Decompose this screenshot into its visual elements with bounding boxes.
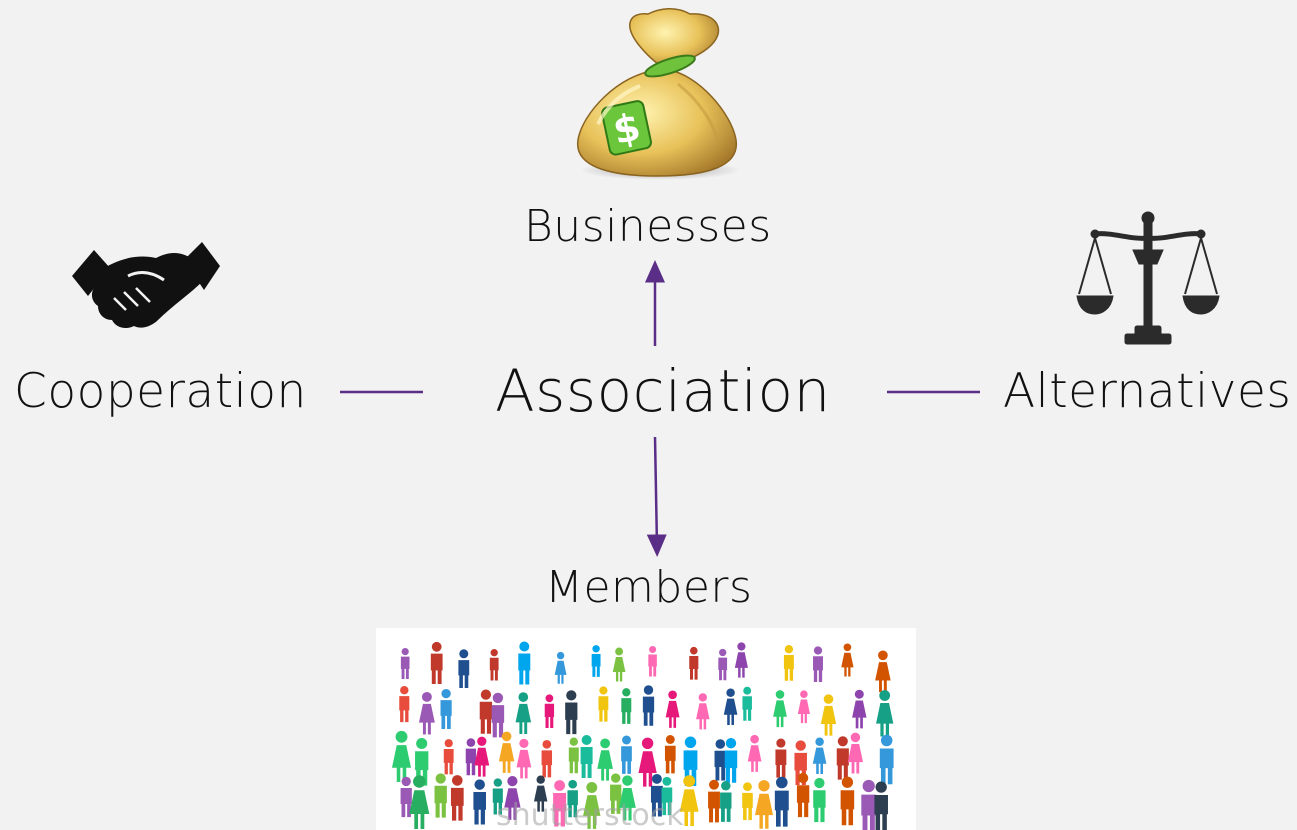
- person-figure: [400, 648, 410, 679]
- person-figure: [812, 737, 827, 774]
- person-figure: [820, 694, 837, 736]
- person-figure: [734, 642, 748, 678]
- person-figure: [813, 777, 826, 823]
- center-label: Association: [495, 357, 831, 425]
- cooperation-label: Cooperation: [14, 364, 307, 419]
- handshake-icon: [72, 242, 220, 328]
- person-figure: [504, 776, 521, 820]
- person-figure: [841, 643, 854, 677]
- person-figure: [474, 736, 490, 777]
- person-figure: [665, 690, 680, 728]
- person-figure: [568, 737, 579, 774]
- person-figure: [874, 781, 888, 830]
- person-figure: [591, 645, 601, 677]
- person-figure: [689, 646, 699, 680]
- person-figure: [430, 641, 443, 685]
- person-figure: [498, 731, 515, 773]
- person-figure: [696, 693, 710, 730]
- person-figure: [610, 773, 622, 814]
- person-figure: [580, 735, 593, 778]
- person-figure: [418, 691, 435, 735]
- person-figure: [742, 686, 752, 721]
- person-figure: [648, 645, 657, 677]
- person-figure: [458, 649, 470, 688]
- person-figure: [742, 782, 753, 821]
- person-figure: [661, 776, 673, 816]
- person-figure: [492, 778, 503, 815]
- person-figure: [516, 738, 532, 779]
- person-figure: [875, 650, 891, 693]
- person-figure: [518, 641, 531, 685]
- person-figure: [796, 772, 810, 818]
- person-figure: [813, 646, 823, 683]
- connector-to-members: [646, 436, 667, 557]
- person-figure: [465, 738, 477, 776]
- person-figure: [723, 688, 738, 725]
- person-figure: [450, 775, 464, 821]
- balance-scales-icon: [1076, 211, 1220, 345]
- person-figure: [400, 776, 412, 818]
- person-figure: [876, 690, 894, 737]
- person-figure: [619, 775, 636, 821]
- person-figure: [775, 738, 787, 778]
- person-figure: [754, 780, 774, 829]
- person-figure: [440, 688, 452, 729]
- person-figure: [861, 779, 877, 830]
- person-figure: [650, 773, 663, 817]
- person-figure: [443, 739, 454, 775]
- crowd-figures: [391, 641, 894, 830]
- person-figure: [399, 686, 410, 723]
- person-figure: [797, 690, 810, 724]
- person-figure: [473, 779, 486, 825]
- alternatives-label: Alternatives: [1003, 364, 1292, 419]
- person-figure: [714, 739, 727, 781]
- person-figure: [720, 781, 732, 822]
- person-figure: [642, 685, 655, 726]
- person-figure: [491, 692, 505, 738]
- person-figure: [612, 647, 626, 682]
- person-figure: [747, 734, 762, 772]
- person-figure: [544, 694, 555, 728]
- businesses-label: Businesses: [524, 201, 772, 252]
- person-figure: [567, 779, 578, 818]
- person-figure: [783, 645, 794, 681]
- person-figure: [621, 735, 632, 774]
- money-bag-icon: $: [577, 8, 740, 180]
- person-figure: [565, 690, 578, 735]
- person-figure: [515, 692, 532, 734]
- person-figure: [553, 780, 567, 827]
- image-watermark: shutterstock: [496, 798, 684, 830]
- person-figure: [852, 689, 867, 729]
- person-figure: [847, 732, 863, 774]
- person-figure: [840, 776, 855, 826]
- person-figure: [664, 735, 676, 774]
- person-figure: [479, 689, 493, 734]
- person-figure: [597, 738, 613, 781]
- person-figure: [879, 734, 894, 785]
- person-figure: [409, 775, 430, 829]
- person-figure: [724, 738, 738, 783]
- person-figure: [541, 739, 553, 778]
- person-figure: [708, 779, 720, 823]
- person-figure: [434, 773, 447, 818]
- person-figure: [774, 776, 789, 827]
- person-figure: [679, 775, 699, 826]
- person-figure: [554, 651, 567, 684]
- person-figure: [621, 688, 632, 724]
- person-figure: [489, 649, 499, 681]
- person-figure: [773, 690, 787, 728]
- person-figure: [718, 648, 728, 681]
- person-figure: [598, 686, 609, 722]
- person-figure: [391, 730, 412, 783]
- members-label: Members: [545, 562, 753, 613]
- crowd-of-people-image: shutterstock: [376, 628, 916, 830]
- person-figure: [836, 736, 849, 780]
